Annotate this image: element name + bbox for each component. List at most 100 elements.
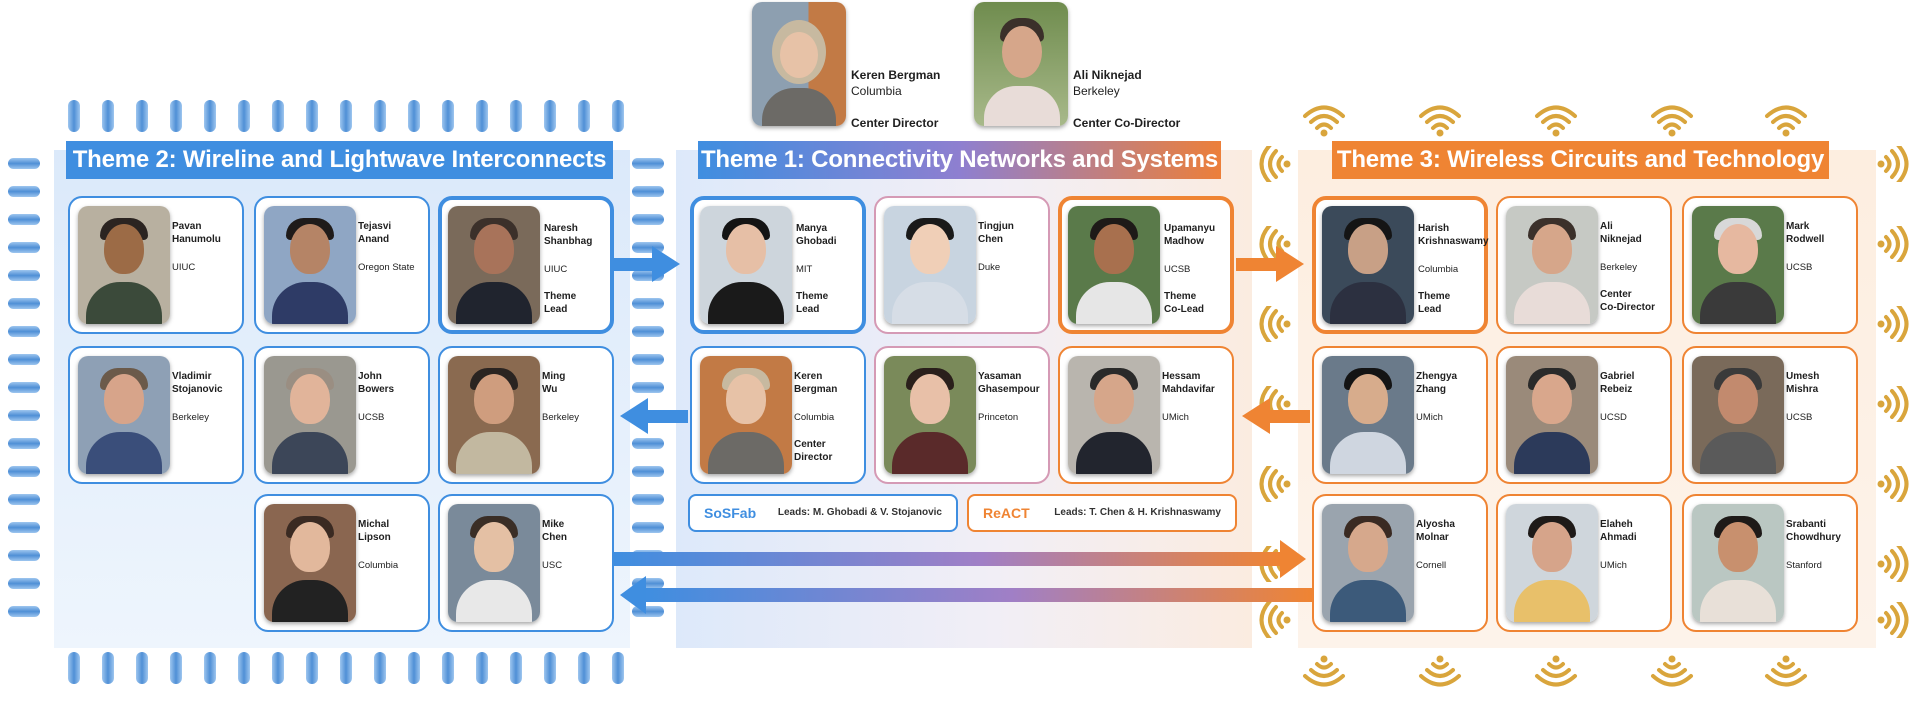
theme1-title: Theme 1: Connectivity Networks and Syste…	[698, 141, 1221, 179]
chip-pin-right	[632, 578, 664, 589]
chip-pin-left	[8, 298, 40, 309]
arrow-theme2-to-theme3	[614, 540, 1306, 578]
person-institution: MIT	[796, 264, 813, 275]
wireless-wave-icon	[1252, 306, 1300, 342]
chip-pin-left	[8, 186, 40, 197]
person-photo	[264, 206, 356, 324]
chip-pin-bottom	[170, 652, 182, 684]
chip-pin-top	[68, 100, 80, 132]
wireless-wave-icon	[1252, 466, 1300, 502]
chip-pin-bottom	[612, 652, 624, 684]
chip-pin-top	[544, 100, 556, 132]
chip-pin-bottom	[510, 652, 522, 684]
person-photo	[1506, 206, 1598, 324]
wireless-wave-icon	[1252, 146, 1300, 182]
chip-pin-bottom	[102, 652, 114, 684]
chip-pin-left	[8, 578, 40, 589]
person-institution: Columbia	[1418, 264, 1459, 275]
wireless-wave-icon	[1762, 104, 1810, 140]
person-photo	[884, 356, 976, 474]
chip-pin-top	[340, 100, 352, 132]
chip-pin-left	[8, 158, 40, 169]
theme3-title: Theme 3: Wireless Circuits and Technolog…	[1332, 141, 1829, 179]
chip-pin-left	[8, 242, 40, 253]
chip-pin-bottom	[442, 652, 454, 684]
person-institution: UMich	[1416, 412, 1443, 423]
wireless-wave-icon	[1868, 306, 1916, 342]
person-institution: Oregon State	[358, 262, 415, 273]
chip-pin-bottom	[204, 652, 216, 684]
person-photo	[884, 206, 976, 324]
chip-pin-top	[578, 100, 590, 132]
wireless-wave-icon	[1648, 652, 1696, 688]
wireless-wave-icon	[1868, 226, 1916, 262]
chip-pin-bottom	[136, 652, 148, 684]
chip-pin-right	[632, 466, 664, 477]
wireless-wave-icon	[1300, 652, 1348, 688]
wireless-wave-icon	[1868, 386, 1916, 422]
arrow-theme3-to-theme2	[620, 576, 1312, 614]
person-institution: UCSB	[358, 412, 385, 423]
chip-pin-right	[632, 298, 664, 309]
person-institution: USC	[542, 560, 563, 571]
person-institution: UMich	[1162, 412, 1189, 423]
person-institution: Berkeley	[542, 412, 579, 423]
chip-pin-bottom	[374, 652, 386, 684]
chip-pin-left	[8, 466, 40, 477]
person-photo	[264, 356, 356, 474]
chip-pin-left	[8, 354, 40, 365]
chip-pin-left	[8, 550, 40, 561]
chip-pin-right	[632, 494, 664, 505]
react-leads: Leads: T. Chen & H. Krishnaswamy	[1054, 507, 1221, 518]
person-photo	[1506, 504, 1598, 622]
codirector-name: Ali Niknejad	[1073, 68, 1142, 82]
person-institution: Berkeley	[172, 412, 209, 423]
director-institution: Columbia	[851, 84, 902, 98]
person-photo	[700, 356, 792, 474]
sosfab-lead-box: SoSFab Leads: M. Ghobadi & V. Stojanovic	[688, 494, 958, 532]
chip-pin-right	[632, 214, 664, 225]
wireless-wave-icon	[1532, 652, 1580, 688]
chip-pin-left	[8, 410, 40, 421]
chip-pin-left	[8, 270, 40, 281]
person-institution: UCSB	[1164, 264, 1191, 275]
chip-pin-bottom	[272, 652, 284, 684]
chip-pin-top	[170, 100, 182, 132]
wireless-wave-icon	[1868, 546, 1916, 582]
person-photo	[264, 504, 356, 622]
wireless-wave-icon	[1762, 652, 1810, 688]
chip-pin-bottom	[306, 652, 318, 684]
person-institution: UIUC	[544, 264, 568, 275]
chip-pin-right	[632, 242, 664, 253]
chip-pin-bottom	[340, 652, 352, 684]
person-institution: UMich	[1600, 560, 1627, 571]
chip-pin-right	[632, 382, 664, 393]
react-lead-box: ReACT Leads: T. Chen & H. Krishnaswamy	[967, 494, 1237, 532]
